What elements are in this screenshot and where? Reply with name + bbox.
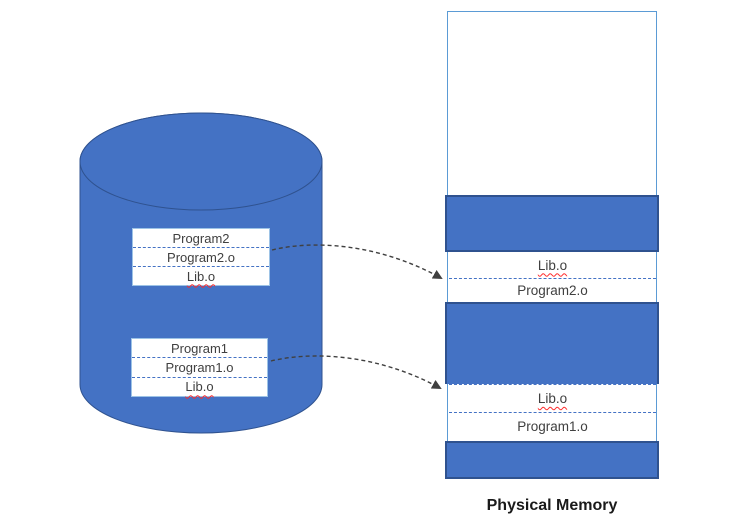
memory-row-program2-o: Program2.o: [449, 279, 656, 301]
file-label-program1-o: Program1.o: [132, 358, 267, 378]
memory-band-top: [445, 195, 659, 252]
mapping-arrow-program2: [271, 244, 443, 279]
memory-row-lib-o: Lib.o: [449, 252, 656, 279]
file-label-text: Program2: [172, 230, 230, 246]
file-label-text: Lib.o: [186, 268, 216, 284]
mapping-arrow-program1: [270, 355, 442, 389]
memory-band-bottom: [445, 441, 659, 479]
file-label-program2-o: Program2.o: [133, 248, 269, 267]
disk-file-group-program1: Program1 Program1.o Lib.o: [131, 338, 268, 397]
file-label-lib-o: Lib.o: [132, 378, 267, 396]
file-label-program1: Program1: [132, 339, 267, 359]
disk-file-group-program2: Program2 Program2.o Lib.o: [132, 228, 270, 286]
file-label-text: Program1: [170, 340, 229, 356]
file-label-text: Lib.o: [185, 379, 214, 395]
memory-row-text: Lib.o: [537, 257, 568, 273]
file-label-text: Program1.o: [165, 359, 234, 375]
file-label-lib-o: Lib.o: [133, 267, 269, 285]
memory-region-program1: Lib.o Program1.o: [449, 384, 656, 441]
disk-cylinder-top: [79, 112, 323, 211]
file-label-program2: Program2: [133, 229, 269, 248]
memory-row-text: Program1.o: [517, 419, 588, 434]
memory-row-text: Lib.o: [537, 391, 568, 406]
memory-row-text: Program2.o: [517, 282, 588, 298]
memory-row-lib-o: Lib.o: [449, 385, 656, 413]
memory-row-program1-o: Program1.o: [449, 413, 656, 440]
memory-band-middle: [445, 302, 659, 384]
memory-region-program2: Lib.o Program2.o: [449, 252, 656, 302]
file-label-text: Program2.o: [167, 249, 235, 265]
memory-caption: Physical Memory: [486, 497, 618, 514]
